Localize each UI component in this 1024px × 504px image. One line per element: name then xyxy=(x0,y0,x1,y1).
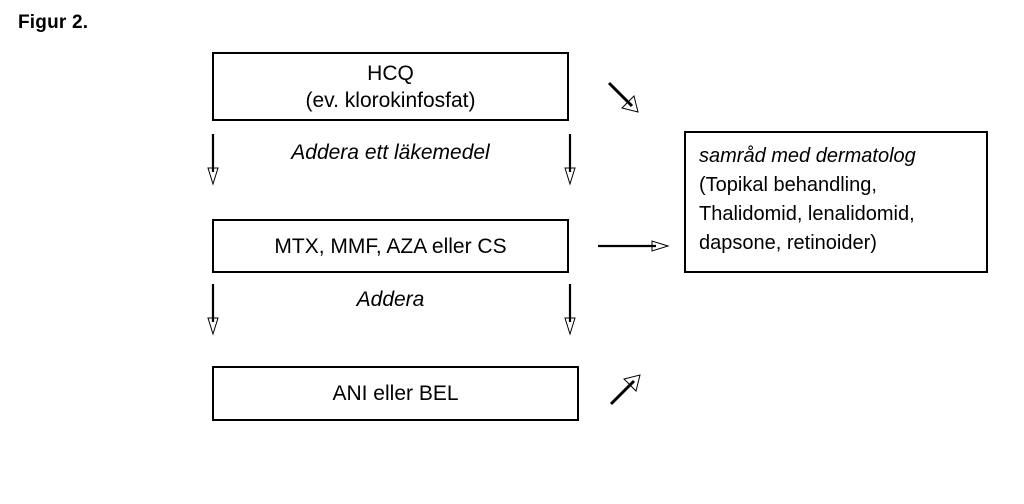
edge-label-addera-ett-lakemedel: Addera ett läkemedel xyxy=(291,141,490,164)
dermatology-line-2: (Topikal behandling, xyxy=(699,174,877,196)
figure-title: Figur 2. xyxy=(18,12,89,33)
dermatology-line-1: samråd med dermatolog xyxy=(699,145,916,167)
dermatology-line-3: Thalidomid, lenalidomid, xyxy=(699,203,915,225)
dmards-box: MTX, MMF, AZA eller CS xyxy=(212,219,569,273)
edge-label-addera: Addera xyxy=(356,288,425,311)
biologics-line-1: ANI eller BEL xyxy=(332,382,459,405)
arrow-down-icon-hcq-right xyxy=(564,134,576,186)
dmards-line-1: MTX, MMF, AZA eller CS xyxy=(274,234,507,258)
dermatology-line-4: dapsone, retinoider) xyxy=(699,232,877,254)
arrow-down-icon-hcq-left xyxy=(207,134,219,186)
biologics-box: ANI eller BEL xyxy=(212,366,579,421)
dermatology-box: samråd med dermatolog (Topikal behandlin… xyxy=(684,131,988,273)
arrow-right-icon-dmards-to-dermatology xyxy=(598,240,670,252)
hcq-box: HCQ (ev. klorokinfosfat) xyxy=(212,52,569,121)
arrow-down-icon-dmards-right xyxy=(564,284,576,336)
arrow-down-icon-dmards-left xyxy=(207,284,219,336)
hcq-line-2: (ev. klorokinfosfat) xyxy=(305,88,476,112)
arrow-up-right-icon-biologics-to-dermatology xyxy=(609,374,641,406)
arrow-down-right-icon-hcq-to-dermatology xyxy=(607,81,639,113)
hcq-line-1: HCQ xyxy=(367,61,414,85)
